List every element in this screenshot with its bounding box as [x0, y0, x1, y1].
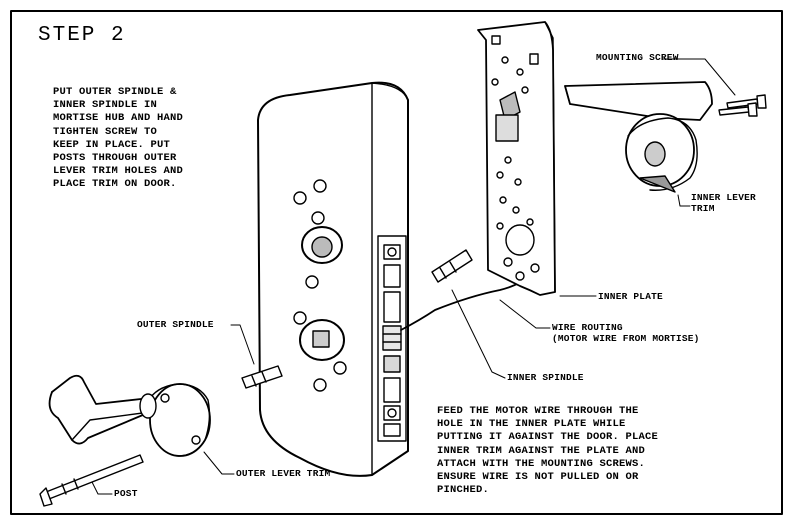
inner-plate	[477, 21, 556, 296]
label-outer-lever-trim: OUTER LEVER TRIM	[236, 468, 331, 479]
instruction-line: ENSURE WIRE IS NOT PULLED ON OR	[437, 471, 639, 484]
label-post: POST	[114, 488, 138, 499]
instruction-line: INNER TRIM AGAINST THE PLATE AND	[437, 444, 646, 457]
instruction-line: HOLE IN THE INNER PLATE WHILE	[437, 418, 626, 431]
instruction-line: FEED THE MOTOR WIRE THROUGH THE	[437, 405, 639, 417]
label-inner-plate: INNER PLATE	[598, 291, 663, 302]
outer-lever-trim	[48, 374, 211, 457]
post	[39, 454, 144, 507]
instructions-bottom: FEED THE MOTOR WIRE THROUGH THE HOLE IN …	[437, 405, 658, 497]
outer-spindle	[241, 365, 283, 389]
instruction-line: POSTS THROUGH OUTER	[53, 152, 177, 165]
inner-spindle	[431, 249, 473, 283]
instruction-line: KEEP IN PLACE. PUT	[53, 138, 171, 151]
instruction-line: PUTTING IT AGAINST THE DOOR. PLACE	[437, 431, 659, 444]
label-inner-lever-trim: INNER LEVER	[691, 192, 756, 203]
inner-lever-trim	[564, 81, 713, 193]
instructions-top: PUT OUTER SPINDLE & INNER SPINDLE IN MOR…	[53, 86, 183, 192]
leader-lines	[91, 58, 736, 495]
step-title: STEP 2	[38, 24, 126, 47]
instruction-line: ATTACH WITH THE MOUNTING SCREWS.	[437, 457, 646, 470]
instruction-line: PUT OUTER SPINDLE &	[53, 86, 177, 98]
instruction-line: PINCHED.	[437, 484, 490, 497]
label-wire-routing: WIRE ROUTING	[552, 322, 623, 333]
page-border	[10, 10, 783, 515]
label-outer-spindle: OUTER SPINDLE	[137, 319, 214, 330]
label-mounting-screw: MOUNTING SCREW	[596, 52, 679, 63]
mounting-screws	[718, 94, 767, 117]
instruction-line: LEVER TRIM HOLES AND	[53, 165, 184, 178]
label-inner-lever-trim-2: TRIM	[691, 203, 715, 214]
label-inner-spindle: INNER SPINDLE	[507, 372, 584, 383]
instruction-line: PLACE TRIM ON DOOR.	[53, 178, 177, 191]
instruction-line: MORTISE HUB AND HAND	[53, 112, 184, 125]
door-edge-mortise	[257, 81, 409, 477]
motor-wire	[400, 274, 531, 331]
instruction-line: TIGHTEN SCREW TO	[53, 125, 158, 138]
instruction-line: INNER SPINDLE IN	[53, 99, 158, 112]
label-wire-routing-2: (MOTOR WIRE FROM MORTISE)	[552, 333, 700, 344]
